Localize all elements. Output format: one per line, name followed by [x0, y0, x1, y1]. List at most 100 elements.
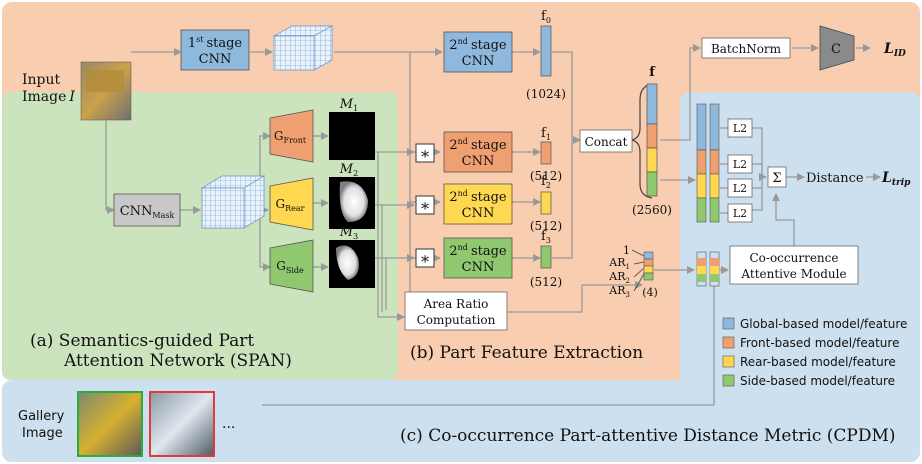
l2-front: L2 — [727, 154, 753, 174]
svg-text:AR3: AR3 — [608, 284, 630, 299]
batchnorm-box — [701, 37, 791, 59]
svg-text:(4): (4) — [642, 286, 658, 299]
svg-text:Ltrip: Ltrip — [881, 170, 911, 188]
span-panel — [2, 92, 398, 380]
connector-lines — [105, 44, 881, 406]
cpdm-caption: (c) Co-occurrence Part-attentive Distanc… — [400, 426, 896, 446]
feature-f2: f2 (512) — [530, 174, 562, 233]
svg-text:Σ: Σ — [772, 171, 781, 186]
co-occurrence-attentive-module — [729, 245, 859, 285]
generator-side — [269, 239, 314, 293]
legend-swatch — [722, 374, 735, 387]
svg-text:M3: M3 — [339, 225, 358, 241]
pfe-caption: (b) Part Feature Extraction — [410, 343, 643, 363]
svg-text:L2: L2 — [733, 158, 747, 171]
svg-text:Computation: Computation — [417, 313, 496, 327]
multiply-op-side: ∗ — [415, 248, 435, 268]
input-symbol: I — [68, 89, 75, 105]
svg-text:(512): (512) — [530, 219, 562, 233]
cnn-mask-label: CNN — [120, 204, 153, 219]
svg-text:CNN: CNN — [462, 206, 495, 221]
svg-text:L2: L2 — [733, 207, 747, 220]
generator-rear — [269, 177, 314, 231]
legend-label: Side-based model/feature — [740, 374, 895, 388]
svg-text:L2: L2 — [733, 122, 747, 135]
svg-text:(512): (512) — [530, 169, 562, 183]
loss-trip: L — [881, 170, 892, 186]
feature-map-cube-2 — [200, 175, 266, 229]
mask-m2-label: M — [339, 162, 354, 177]
mask-m1-image — [329, 112, 375, 160]
loss-id: L — [883, 41, 894, 57]
svg-text:Area Ratio: Area Ratio — [423, 297, 489, 311]
svg-text:(512): (512) — [530, 275, 562, 289]
feature-f0: f0 (1024) — [526, 9, 566, 101]
svg-text:Image: Image — [22, 426, 63, 441]
span-caption-line2: Attention Network (SPAN) — [63, 351, 292, 371]
batchnorm-label: BatchNorm — [711, 42, 782, 56]
svg-text:LID: LID — [883, 41, 906, 59]
svg-text:∗: ∗ — [420, 196, 431, 215]
cnn-mask-box — [113, 193, 181, 227]
svg-text:CNNMask: CNNMask — [120, 204, 175, 220]
svg-text:CNN: CNN — [462, 154, 495, 169]
span-caption-line1: (a) Semantics-guided Part — [30, 331, 254, 351]
svg-text:f: f — [649, 65, 656, 80]
legend-label: Rear-based model/feature — [740, 355, 896, 369]
feature-f1: f1 (512) — [530, 126, 562, 183]
stage1-cnn-label: CNN — [199, 52, 232, 67]
svg-text:f3: f3 — [541, 229, 551, 245]
l2-global: L2 — [727, 118, 753, 138]
mask-m2-blob — [339, 181, 368, 222]
svg-text:M1: M1 — [339, 97, 358, 113]
legend-label: Front-based model/feature — [740, 336, 899, 350]
svg-text:CNN: CNN — [462, 260, 495, 275]
multiply-op-front: ∗ — [415, 143, 435, 163]
svg-text:f0: f0 — [541, 9, 551, 25]
svg-text:∗: ∗ — [420, 144, 431, 163]
mask-m3-blob — [336, 245, 359, 280]
gallery-feature-column — [709, 103, 720, 223]
svg-text:f1: f1 — [541, 126, 551, 142]
legend-swatch — [722, 317, 735, 330]
svg-text:∗: ∗ — [420, 249, 431, 268]
svg-text:M2: M2 — [339, 162, 358, 178]
feature-map-cube-1 — [272, 25, 334, 71]
gallery-image-negative — [149, 391, 215, 457]
distance-label: Distance — [806, 171, 864, 186]
input-image-detail — [86, 70, 124, 92]
classifier-c — [819, 25, 855, 71]
mask-m3-label: M — [339, 225, 354, 240]
concat-box — [579, 129, 633, 153]
svg-text:Co-occurrence: Co-occurrence — [750, 251, 839, 265]
svg-text:(1024): (1024) — [526, 87, 566, 101]
feature-concat-f: f (2560) — [632, 65, 672, 217]
svg-text:GFront: GFront — [274, 129, 307, 145]
input-image-word: Image — [22, 89, 66, 105]
gallery-label: Gallery — [18, 409, 65, 424]
co-attention-columns — [696, 251, 720, 287]
svg-text:CNN: CNN — [462, 54, 495, 69]
svg-text:GRear: GRear — [276, 197, 305, 213]
query-feature-column — [696, 103, 707, 223]
svg-text:f2: f2 — [541, 174, 551, 190]
svg-text:GSide: GSide — [276, 259, 304, 275]
area-ratio-vector: 1 AR1 AR2 AR3 (4) — [608, 244, 658, 299]
svg-text:AR2: AR2 — [608, 270, 630, 285]
gallery-image-positive — [77, 391, 143, 457]
legend-swatch — [722, 336, 735, 349]
gallery-ellipsis: ... — [222, 416, 235, 432]
multiply-op-rear: ∗ — [415, 195, 435, 215]
legend-swatch — [722, 355, 735, 368]
input-label: Input — [22, 72, 61, 88]
l2-rear: L2 — [727, 178, 753, 198]
